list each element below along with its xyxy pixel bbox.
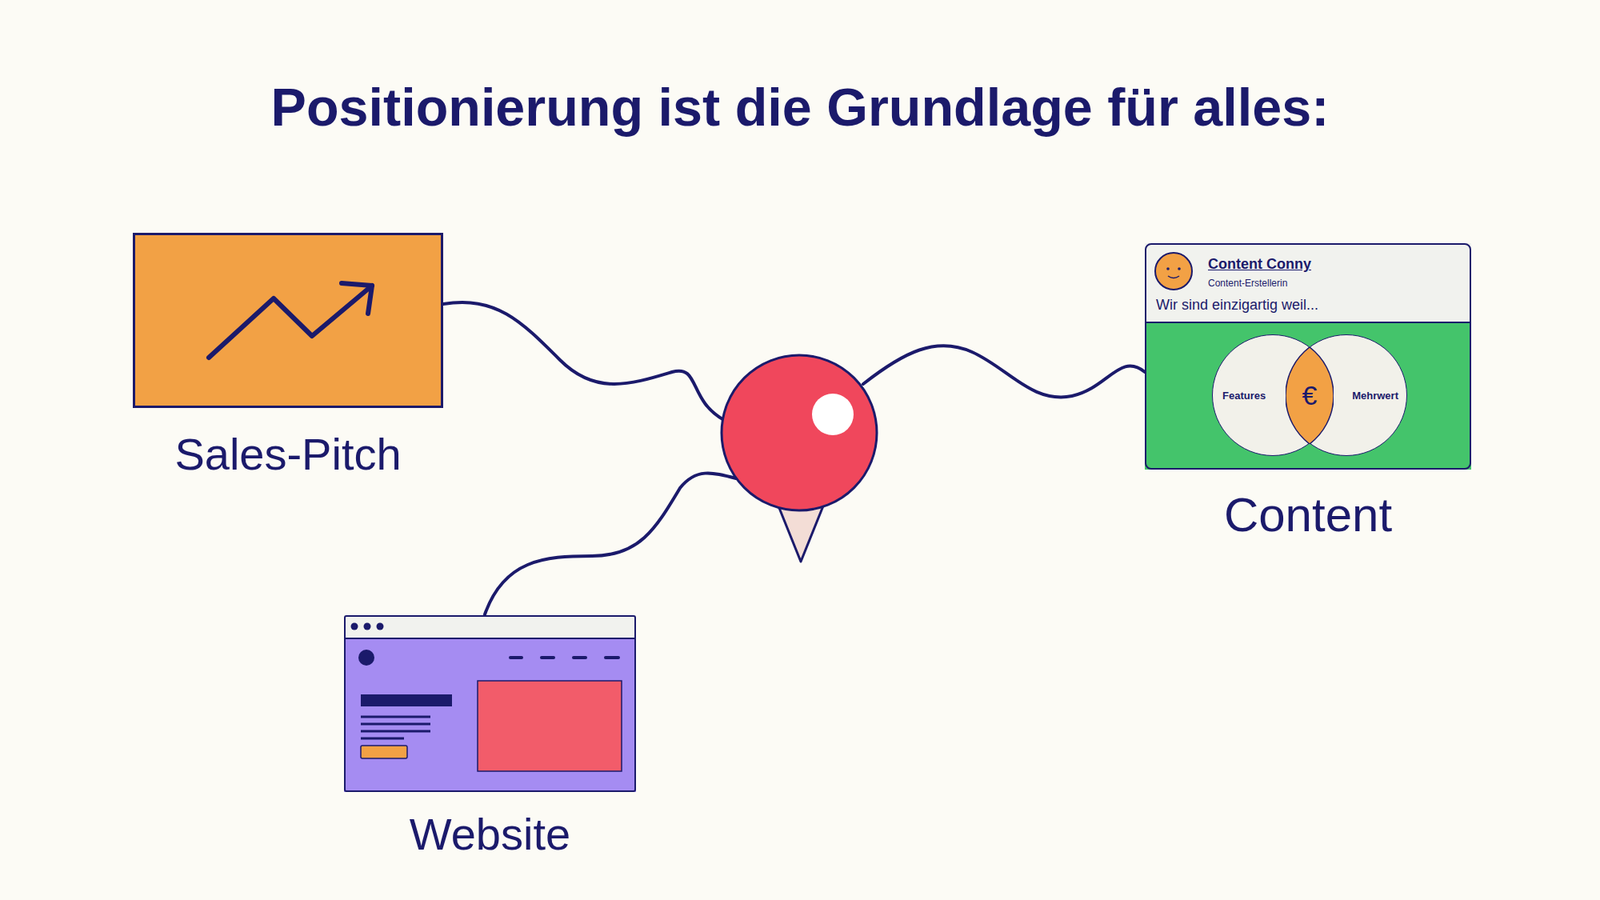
card-header [1144, 243, 1472, 323]
pin-head [721, 355, 877, 511]
pin-highlight [812, 393, 854, 436]
card-body [1144, 322, 1472, 470]
avatar-smile [1168, 276, 1180, 279]
headline-bar [360, 694, 452, 707]
browser-bar-line [344, 637, 636, 640]
node-text: € [1302, 380, 1318, 412]
wire [443, 302, 1145, 615]
wire [484, 472, 736, 615]
node-text: Content Conny [1208, 256, 1312, 273]
button [360, 745, 408, 759]
diagram-title: Positionierung ist die Grundlage für all… [0, 76, 1600, 138]
website-box: Website [344, 615, 636, 792]
node-text: Sales-Pitch [174, 428, 401, 480]
venn-overlap: € [1285, 347, 1334, 444]
node-text: Wir sind einzigartig weil... [1156, 296, 1319, 314]
sales-box: Sales-Pitch [132, 232, 444, 408]
node-text: Content-Erstellerin [1208, 277, 1288, 289]
browser-dots [351, 623, 384, 667]
nav-dashes [510, 656, 619, 660]
content-card: Content ConnyContent-ErstellerinWir sind… [1144, 243, 1472, 470]
wire [443, 302, 724, 420]
text-lines [360, 716, 431, 739]
node-text: Features [1222, 389, 1266, 402]
avatar-eye [1166, 267, 1170, 271]
trend-arrow [208, 283, 372, 358]
wire [863, 345, 1145, 397]
avatar [1155, 252, 1192, 290]
website-fill [344, 615, 636, 792]
card-divider [1144, 321, 1472, 324]
pin-tip [777, 504, 824, 562]
sales-fill [132, 232, 444, 408]
hero-image [477, 680, 622, 772]
avatar-eye [1177, 267, 1181, 271]
node-text: Website [409, 808, 571, 860]
node-text: Content [1224, 487, 1392, 543]
browser-bar [344, 615, 636, 639]
node-text: Mehrwert [1352, 389, 1399, 402]
